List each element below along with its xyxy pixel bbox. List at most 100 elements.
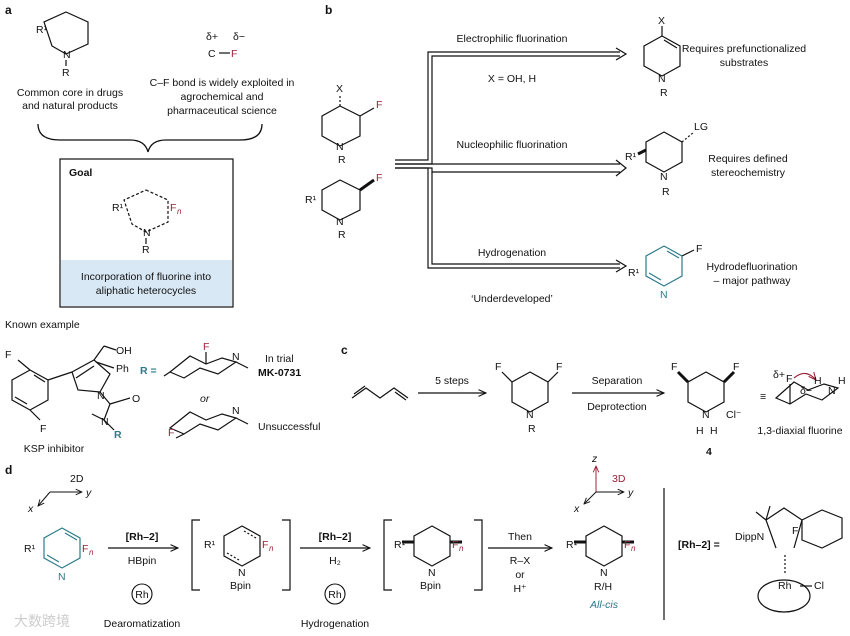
c-chair-f: F: [786, 373, 792, 385]
c4-f-right: F: [733, 361, 739, 373]
b-product-lg-piperidine: [637, 131, 695, 173]
d-bpin-piperidine: [402, 525, 462, 567]
goal-n: N: [143, 227, 151, 239]
d-i2-n-sub: n: [459, 544, 464, 553]
b-p1-r: R: [660, 87, 668, 99]
d-i1-f: F: [262, 539, 268, 551]
route-2-note-2: stereochemistry: [711, 167, 786, 179]
d-cat-cl: Cl: [814, 580, 824, 592]
mk-f: F: [203, 341, 209, 353]
b-f-label-2: F: [376, 172, 382, 184]
b-f-label-1: F: [376, 99, 382, 111]
rh-1: Rh: [135, 589, 149, 601]
piperidine-caption-2: and natural products: [22, 100, 118, 112]
combine-brace: [37, 123, 263, 153]
unsucc-n: N: [232, 405, 240, 417]
d-cat-f: F: [792, 525, 798, 537]
ksp-f-1: F: [5, 349, 11, 361]
ksp-oh: OH: [116, 345, 132, 357]
panel-label-c: c: [341, 343, 348, 357]
d-cat-1: [Rh–2]: [126, 531, 159, 543]
c-n: N: [526, 409, 534, 421]
axis-x-3d: [584, 491, 597, 504]
hydrogenation: Hydrogenation: [301, 618, 369, 630]
b-product-fluoropyridine: [645, 245, 683, 287]
d-r1: R¹: [24, 543, 36, 555]
route-3-label: Hydrogenation: [478, 247, 546, 259]
ksp-ph: Ph: [116, 363, 129, 375]
goal-r: R: [142, 244, 150, 256]
ksp-n-ring: N: [97, 390, 105, 402]
b-p2-r1: R¹: [625, 151, 637, 163]
panel-label-a: a: [5, 3, 12, 17]
b-p2-lg: LG: [694, 121, 708, 133]
dim-3d: 3D: [612, 473, 626, 485]
goal-r1: R¹: [112, 202, 124, 214]
b-branch-arrows: [395, 47, 628, 273]
d-i1-r1: R¹: [204, 539, 216, 551]
panel-label-d: d: [5, 463, 12, 477]
b-p1-x: X: [658, 15, 665, 27]
r-equals: R =: [140, 365, 157, 377]
mk-n: N: [232, 351, 240, 363]
route-1-note-2: substrates: [720, 57, 768, 69]
d-h2: H₂: [329, 555, 341, 567]
d-i1-bpin: Bpin: [230, 580, 251, 592]
c-interaction-arrow: [793, 373, 816, 380]
dearomatization: Dearomatization: [104, 618, 181, 630]
rh2-catalyst-structure: [755, 505, 843, 613]
mk0731-label: MK-0731: [258, 367, 301, 379]
r-label: R: [62, 67, 70, 79]
piperidine-caption-1: Common core in drugs: [17, 87, 123, 99]
c4-h-left: H: [696, 425, 704, 437]
c-chair-h1: H: [814, 375, 822, 387]
piperidine-structure: [43, 11, 89, 55]
n-label: N: [63, 49, 71, 61]
ksp-n: N: [101, 416, 109, 428]
goal-band: [61, 260, 232, 306]
c4-cl: Cl⁻: [726, 409, 741, 421]
cf-caption-3: pharmaceutical science: [167, 105, 277, 117]
r1-label: R¹: [36, 24, 48, 36]
deprotection: Deprotection: [587, 401, 647, 413]
f-atom: F: [231, 48, 237, 60]
ksp-o: O: [132, 393, 140, 405]
ksp-caption: KSP inhibitor: [24, 443, 85, 455]
c4-f-left: F: [671, 361, 677, 373]
c-r: R: [528, 423, 536, 435]
d-i2-n: N: [428, 567, 436, 579]
separation: Separation: [592, 375, 643, 387]
unsuccessful-label: Unsuccessful: [258, 421, 320, 433]
d-cat-eq: [Rh–2] =: [678, 539, 720, 551]
bracket-1-right: [282, 519, 291, 591]
unsuccessful-chair: [168, 411, 249, 439]
rh-cycle-2: [324, 583, 346, 605]
c-f-left: F: [495, 361, 501, 373]
route-3-note-2: – major pathway: [713, 275, 791, 287]
c4-h-right: H: [710, 425, 718, 437]
ax-y-3d: y: [627, 487, 634, 499]
watermark: 大数跨境: [14, 613, 70, 629]
mk0731-chair: [163, 352, 249, 379]
d-i2-r1: R¹: [394, 539, 406, 551]
d-i2-bpin: Bpin: [420, 580, 441, 592]
b-p3-n: N: [660, 289, 668, 301]
cf-caption-2: agrochemical and: [181, 91, 264, 103]
d-p-n: N: [600, 567, 608, 579]
goal-n-sub: n: [177, 207, 182, 216]
b-r-label-1: R: [338, 154, 346, 166]
ax-x-2d: x: [27, 503, 34, 515]
route-1-sub: X = OH, H: [488, 73, 536, 85]
d-f: F: [82, 543, 88, 555]
b-fluoropiperidine: [321, 178, 375, 221]
d-dipp: DippN: [735, 531, 764, 543]
goal-piperidine: [123, 189, 169, 233]
rh-2: Rh: [328, 589, 342, 601]
panel-label-b: b: [325, 3, 332, 17]
d-hplus: H⁺: [513, 583, 526, 595]
d-i2-f: F: [452, 539, 458, 551]
c-compound-4: [676, 370, 736, 413]
d-then: Then: [508, 531, 532, 543]
d-pyridine-n: N: [58, 571, 66, 583]
